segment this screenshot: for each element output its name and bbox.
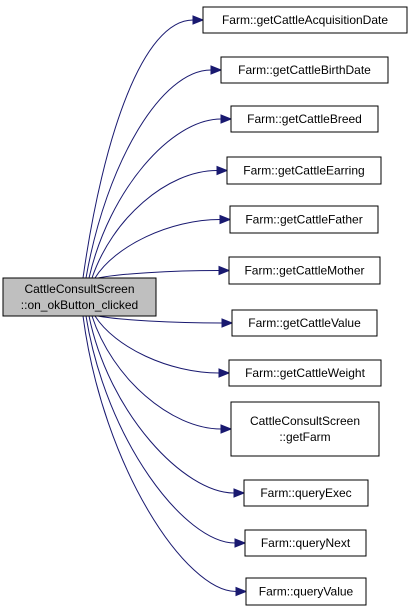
call-edge	[82, 19, 194, 279]
arrowhead	[220, 114, 233, 124]
target-node-t8[interactable]: CattleConsultScreen::getFarm	[230, 401, 380, 457]
target-node-t1[interactable]: Farm::getCattleBirthDate	[220, 56, 389, 84]
call-edge	[82, 315, 237, 592]
node-label-line: CattleConsultScreen	[250, 414, 360, 428]
node-label-line: Farm::getCattleBreed	[247, 112, 362, 126]
arrowhead	[221, 318, 234, 328]
target-node-box	[226, 156, 382, 185]
source-node[interactable]: CattleConsultScreen::on_okButton_clicked	[2, 277, 157, 317]
node-label-line: Farm::getCattleWeight	[245, 366, 365, 380]
node-label-line: Farm::queryValue	[259, 585, 354, 599]
node-label-line: Farm::getCattleValue	[248, 316, 361, 330]
target-node-box	[220, 56, 389, 84]
target-node-t4[interactable]: Farm::getCattleFather	[229, 205, 379, 234]
target-node-box	[228, 359, 382, 387]
arrowhead	[216, 165, 229, 176]
call-nodes: CattleConsultScreen::on_okButton_clicked…	[2, 6, 408, 606]
node-label-line: Farm::queryNext	[261, 536, 351, 550]
target-node-t3[interactable]: Farm::getCattleEarring	[226, 156, 382, 185]
call-edges	[82, 15, 248, 597]
call-edge	[85, 69, 212, 279]
target-node-t0[interactable]: Farm::getCattleAcquisitionDate	[202, 6, 408, 34]
target-node-box	[202, 6, 408, 34]
target-node-box	[231, 309, 378, 337]
arrowhead	[210, 65, 223, 75]
arrowhead	[218, 265, 231, 276]
node-label-line: CattleConsultScreen	[24, 282, 134, 296]
node-label-line: Farm::getCattleAcquisitionDate	[222, 13, 388, 27]
target-node-t5[interactable]: Farm::getCattleMother	[228, 256, 381, 285]
node-label-line: Farm::getCattleMother	[244, 264, 364, 278]
target-node-t2[interactable]: Farm::getCattleBreed	[230, 105, 379, 133]
node-label-line: Farm::getCattleFather	[245, 213, 362, 227]
arrowhead	[219, 214, 232, 225]
arrowhead	[192, 15, 205, 25]
target-node-box	[228, 256, 381, 285]
target-node-t11[interactable]: Farm::queryValue	[245, 577, 367, 606]
arrowhead	[233, 488, 246, 498]
arrowhead	[235, 586, 248, 597]
call-edge	[91, 315, 222, 430]
node-label-line: ::getFarm	[279, 430, 330, 444]
node-label-line: Farm::queryExec	[260, 486, 351, 500]
call-edge	[88, 118, 222, 279]
node-label-line: ::on_okButton_clicked	[21, 298, 138, 312]
target-node-t10[interactable]: Farm::queryNext	[244, 529, 367, 557]
target-node-t6[interactable]: Farm::getCattleValue	[231, 309, 378, 337]
arrowhead	[220, 424, 233, 434]
call-edge	[88, 315, 235, 494]
target-node-box	[245, 577, 367, 606]
target-node-t7[interactable]: Farm::getCattleWeight	[228, 359, 382, 387]
node-label-line: Farm::getCattleBirthDate	[238, 63, 371, 77]
target-node-box	[244, 529, 367, 557]
source-node-box	[2, 277, 157, 317]
call-edge	[91, 170, 218, 279]
call-edge	[97, 270, 220, 279]
arrowhead	[234, 538, 247, 548]
target-node-box	[229, 205, 379, 234]
target-node-box	[243, 479, 369, 507]
call-edge	[85, 315, 236, 544]
arrowhead	[218, 368, 231, 378]
target-node-t9[interactable]: Farm::queryExec	[243, 479, 369, 507]
call-edge	[97, 315, 223, 324]
target-node-box	[230, 105, 379, 133]
node-label-line: Farm::getCattleEarring	[243, 164, 364, 178]
target-node-box	[230, 401, 380, 457]
call-edge	[94, 219, 221, 279]
call-edge	[94, 315, 220, 374]
